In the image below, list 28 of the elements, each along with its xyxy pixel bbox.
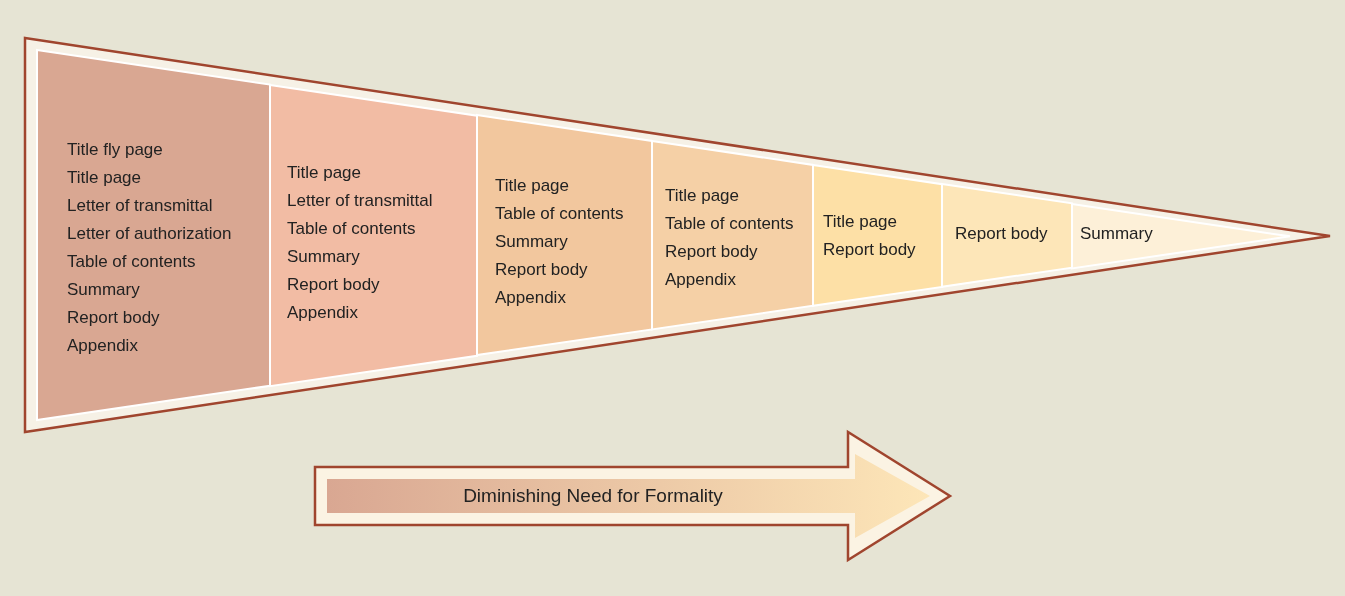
- list-item: Appendix: [495, 287, 566, 309]
- list-item: Title page: [823, 211, 898, 233]
- list-item: Letter of transmittal: [287, 190, 433, 212]
- list-item: Report body: [955, 223, 1048, 245]
- list-item: Appendix: [67, 335, 138, 357]
- list-item: Summary: [67, 279, 140, 301]
- list-item: Title page: [67, 167, 142, 189]
- list-item: Summary: [495, 231, 568, 253]
- list-item: Title page: [665, 185, 740, 207]
- list-item: Report body: [495, 259, 588, 281]
- list-item: Letter of transmittal: [67, 195, 213, 217]
- list-item: Table of contents: [665, 213, 794, 235]
- list-item: Summary: [1080, 223, 1153, 245]
- list-item: Report body: [287, 274, 380, 296]
- list-item: Title page: [495, 175, 570, 197]
- list-item: Table of contents: [495, 203, 624, 225]
- list-item: Report body: [665, 241, 758, 263]
- list-item: Table of contents: [67, 251, 196, 273]
- list-item: Summary: [287, 246, 360, 268]
- list-item: Title fly page: [67, 139, 163, 161]
- arrow-label: Diminishing Need for Formality: [462, 484, 724, 508]
- list-item: Appendix: [287, 302, 358, 324]
- list-item: Report body: [67, 307, 160, 329]
- list-item: Report body: [823, 239, 916, 261]
- list-item: Letter of authorization: [67, 223, 232, 245]
- list-item: Title page: [287, 162, 362, 184]
- list-item: Appendix: [665, 269, 736, 291]
- list-item: Table of contents: [287, 218, 416, 240]
